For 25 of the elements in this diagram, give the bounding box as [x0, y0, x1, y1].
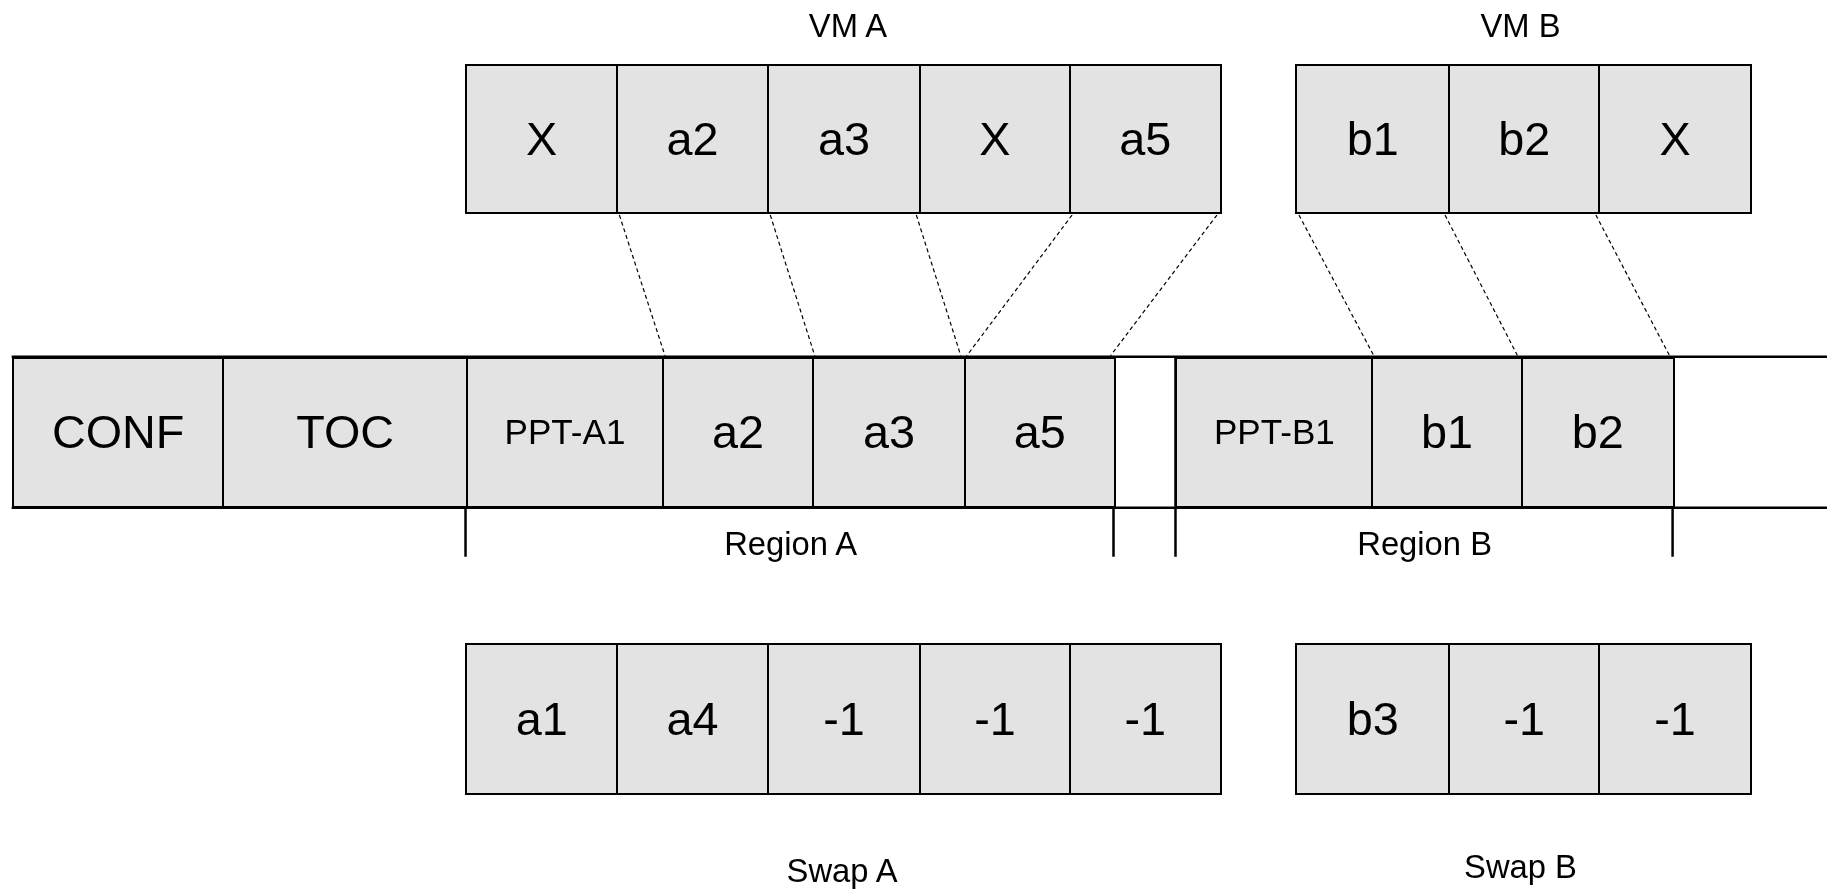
memory-cell: b2 — [1520, 356, 1676, 508]
mapping-line — [618, 214, 666, 357]
mapping-line — [1444, 214, 1519, 357]
memory-cell: CONF — [11, 356, 225, 508]
mapping-line — [915, 214, 962, 357]
memory-cell: a2 — [662, 356, 815, 508]
mapping-line — [1109, 214, 1218, 357]
memory-cell: b1 — [1370, 356, 1523, 508]
mapping-line — [966, 214, 1073, 357]
mapping-line — [1298, 214, 1375, 357]
memory-cell: X — [1598, 63, 1752, 214]
region-label: Region B — [1357, 525, 1492, 564]
mapping-line — [769, 214, 816, 357]
memory-cell: a3 — [811, 356, 967, 508]
mapping-line — [1595, 214, 1671, 357]
row-heading: VM B — [1480, 7, 1561, 45]
region-label: Region A — [724, 525, 858, 564]
memory-cell: PPT-A1 — [465, 356, 665, 508]
memory-cell: a5 — [963, 356, 1116, 508]
memory-cell: TOC — [222, 356, 468, 508]
memory-cell: PPT-B1 — [1175, 356, 1374, 508]
memory-cell: -1 — [1598, 642, 1752, 795]
row-heading: Swap B — [1464, 848, 1577, 886]
row-heading: VM A — [808, 7, 888, 45]
row-heading: Swap A — [786, 851, 898, 890]
